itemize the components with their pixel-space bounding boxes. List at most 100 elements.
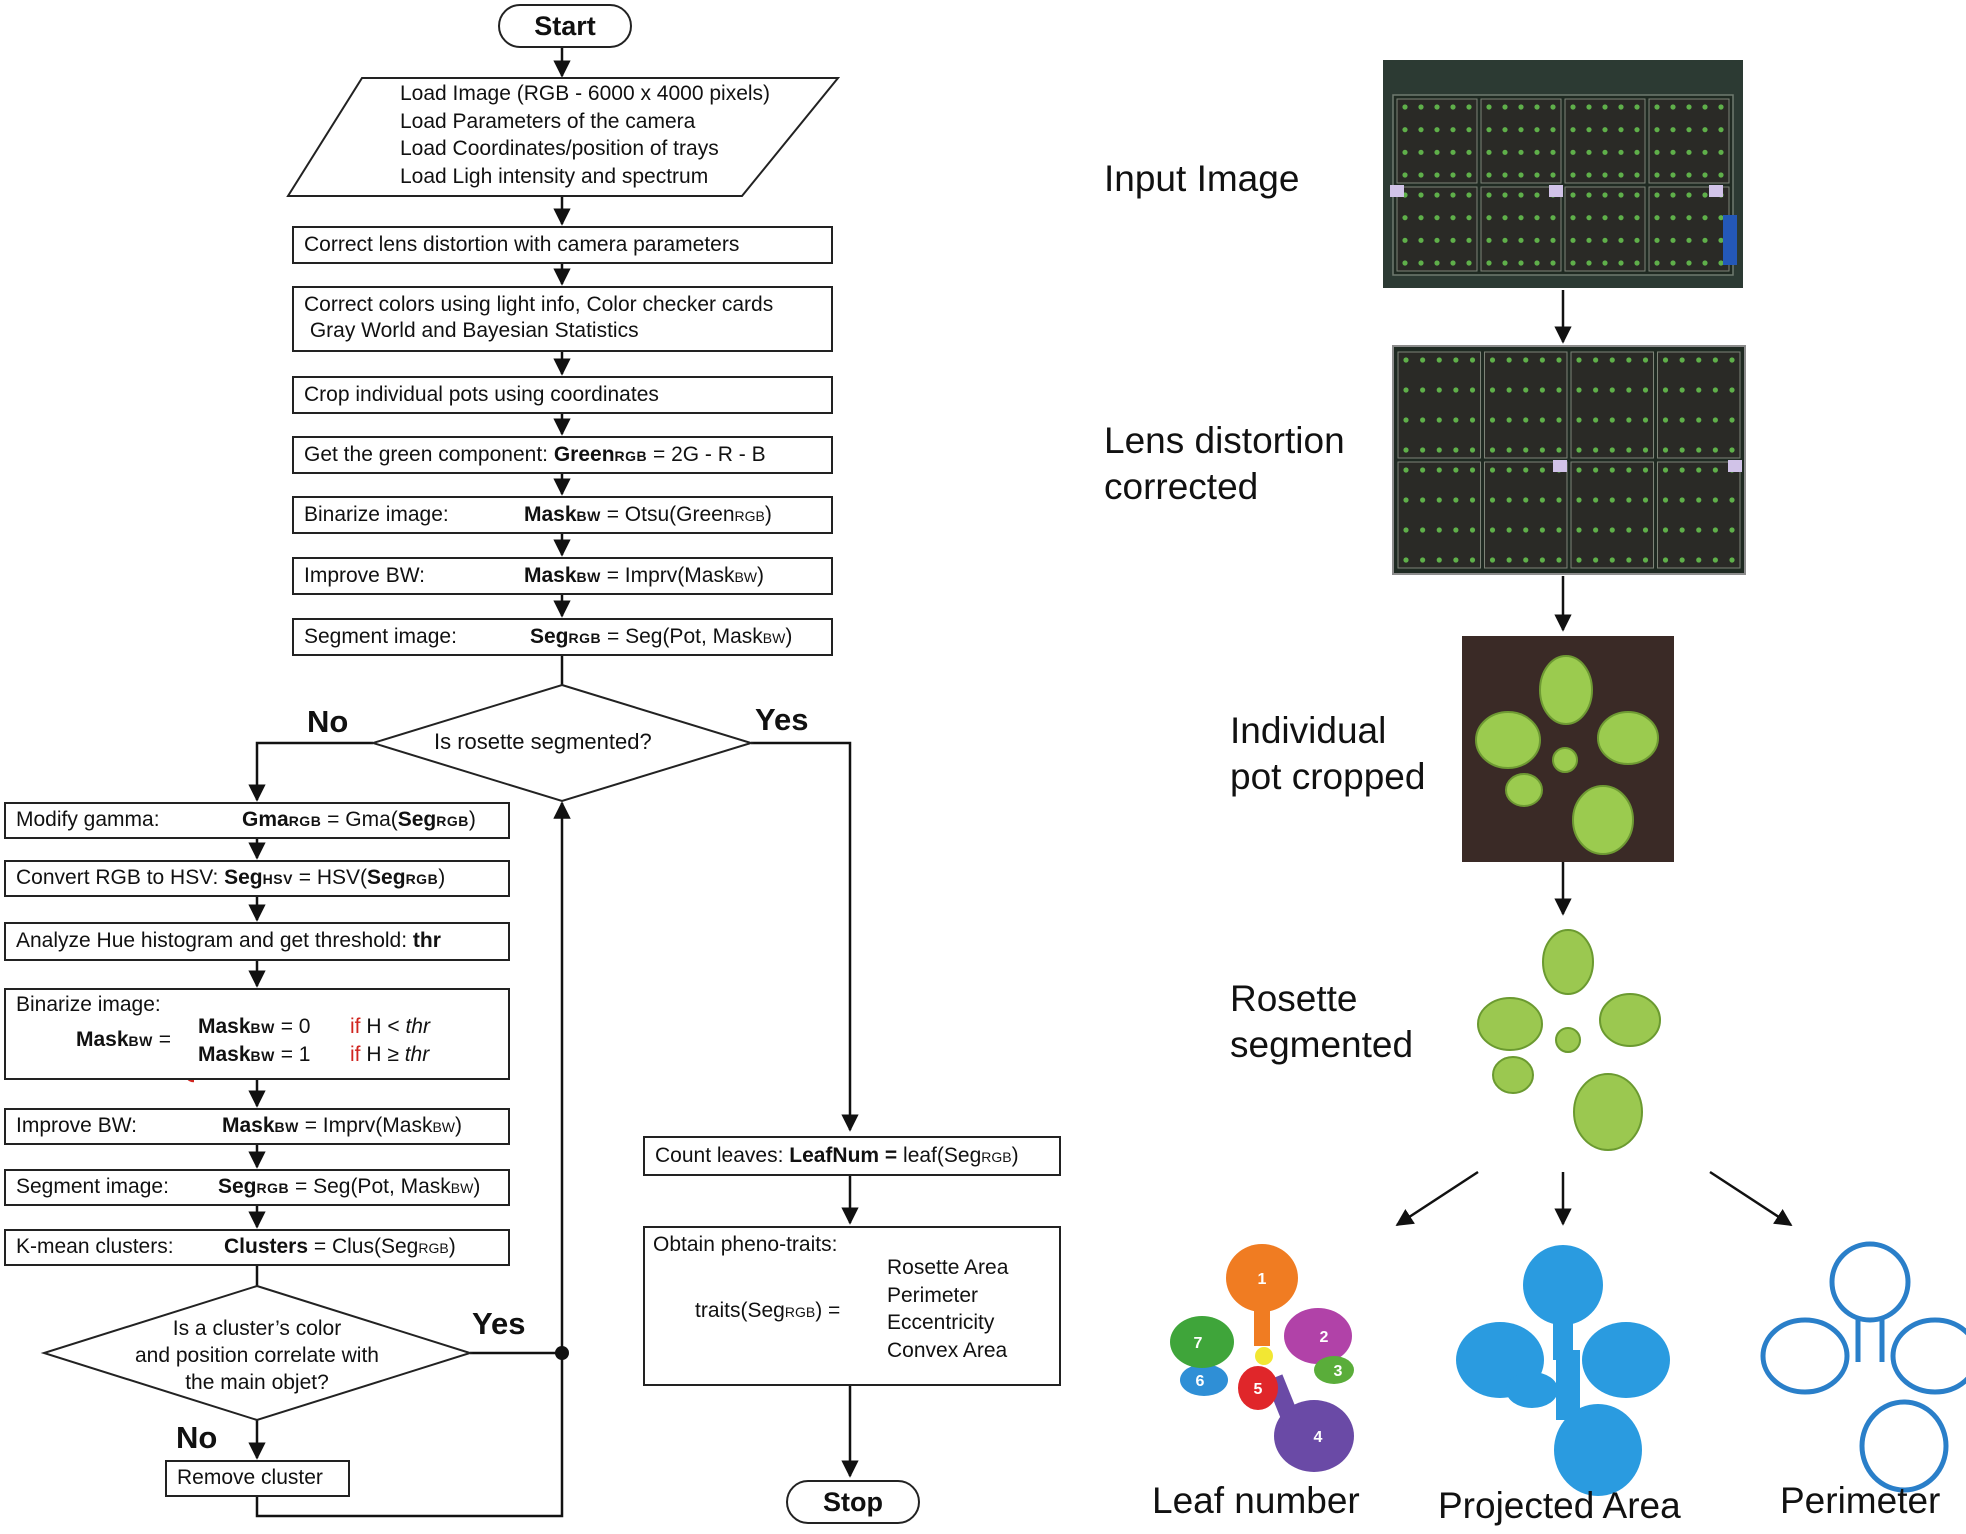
seedling <box>1609 417 1615 423</box>
binarize2-row-2: MaskBW = 1 <box>198 1042 310 1069</box>
seedling <box>1469 357 1476 363</box>
segment2-var: Seg <box>218 1175 257 1198</box>
decision2-line-2: and position correlate with <box>135 1344 379 1367</box>
seedling <box>1670 172 1676 178</box>
decision1-text: Is rosette segmented? <box>434 729 652 754</box>
arrow-loop-back <box>255 801 571 1518</box>
seedling <box>1403 357 1409 363</box>
seedling <box>1523 387 1529 393</box>
tray <box>1484 461 1568 569</box>
hue-label: Analyze Hue histogram and get threshold: <box>16 929 413 952</box>
seedling <box>1670 237 1676 243</box>
seedling <box>1506 387 1512 393</box>
seedling <box>1586 127 1592 133</box>
decision1-shape <box>369 683 755 803</box>
seedling <box>1679 557 1685 563</box>
seedling <box>1618 149 1624 155</box>
seedling <box>1556 357 1562 363</box>
seedling <box>1586 172 1592 178</box>
seedling <box>1420 417 1426 423</box>
hsv-step: Convert RGB to HSV: SegHSV = HSV(SegRGB) <box>4 860 510 897</box>
seedling <box>1634 215 1640 221</box>
perimeter-label: Perimeter <box>1780 1480 1941 1521</box>
seedling <box>1609 387 1615 393</box>
seedling <box>1486 215 1492 221</box>
load-line-1: Load Image (RGB - 6000 x 4000 pixels) <box>400 82 771 105</box>
traits-lhs-sub: RGB <box>784 1304 816 1320</box>
seedling <box>1420 527 1426 533</box>
seedling <box>1626 357 1632 363</box>
seedling <box>1466 215 1472 221</box>
segment1-step: Segment image: SegRGB = Seg(Pot, MaskBW) <box>292 618 833 656</box>
seedling <box>1593 357 1599 363</box>
seedling <box>1642 527 1649 533</box>
seedling <box>1654 172 1660 178</box>
seedling <box>1609 447 1615 453</box>
seedling <box>1618 127 1624 133</box>
seedling <box>1654 149 1660 155</box>
seedling <box>1654 215 1660 221</box>
seedling <box>1506 497 1512 503</box>
correct-colors-line-1: Correct colors using light info, Color c… <box>304 293 774 316</box>
seedling <box>1696 497 1702 503</box>
seedling <box>1686 215 1692 221</box>
seedling <box>1626 447 1632 453</box>
seedling <box>1602 127 1608 133</box>
segment2-rhs-end: ) <box>473 1175 481 1198</box>
binarize2-row-2-cond: if H ≥ thr <box>350 1042 429 1068</box>
seedling <box>1679 497 1685 503</box>
seedling <box>1420 467 1426 473</box>
improve2-rhs-sub: BW <box>432 1119 456 1135</box>
crop-text: Crop individual pots using coordinates <box>304 383 659 406</box>
seedling <box>1626 417 1632 423</box>
seedling <box>1729 557 1735 563</box>
binarize2-step: Binarize image: MaskBW = MaskBW = 0 if H… <box>4 988 510 1080</box>
seedling <box>1654 127 1660 133</box>
seedling <box>1712 387 1718 393</box>
seedling <box>1626 497 1632 503</box>
seedling <box>1642 467 1649 473</box>
seedling <box>1634 127 1640 133</box>
seedling <box>1718 260 1724 266</box>
seedling <box>1718 104 1724 110</box>
seedling <box>1696 527 1702 533</box>
seedling <box>1718 172 1724 178</box>
seedling <box>1662 357 1669 363</box>
seedling <box>1539 417 1545 423</box>
green-var: Green <box>553 443 615 466</box>
improve1-rhs-sub: BW <box>734 569 758 585</box>
seedling <box>1556 527 1562 533</box>
start-label: Start <box>534 11 596 41</box>
binarize1-rhs-sub: RGB <box>734 508 765 524</box>
binarize2-row-1-cond: if H < thr <box>350 1014 430 1040</box>
leaf-label-4: 4 <box>1314 1429 1323 1446</box>
hsv-arg: Seg <box>367 866 406 889</box>
improve2-rhs: = Imprv(Mask <box>298 1114 433 1137</box>
load-line-4: Load Ligh intensity and spectrum <box>400 164 709 188</box>
seedling <box>1702 192 1708 198</box>
seedling <box>1670 149 1676 155</box>
seedling <box>1420 387 1426 393</box>
seedling <box>1576 447 1582 453</box>
seedling <box>1453 497 1459 503</box>
seedling <box>1634 104 1640 110</box>
seedling <box>1523 447 1529 453</box>
seedling <box>1729 497 1735 503</box>
tray <box>1564 98 1646 184</box>
seedling <box>1602 260 1608 266</box>
seedling <box>1518 192 1524 198</box>
seedling <box>1534 192 1540 198</box>
seedling <box>1486 260 1492 266</box>
seedling <box>1662 527 1669 533</box>
binarize2-label: Binarize image: <box>16 993 161 1016</box>
seedling <box>1402 237 1408 243</box>
seedling <box>1696 357 1702 363</box>
binarize2-row-2-test: H ≥ <box>360 1043 405 1066</box>
segment2-var-sub: RGB <box>256 1180 290 1196</box>
hsv-var-sub: HSV <box>262 871 293 887</box>
trait-item: Perimeter <box>887 1283 979 1307</box>
seedling <box>1469 527 1476 533</box>
arrow-rosette-perimeter <box>1709 1170 1793 1227</box>
input-trays <box>1396 98 1730 272</box>
seedling <box>1712 467 1718 473</box>
